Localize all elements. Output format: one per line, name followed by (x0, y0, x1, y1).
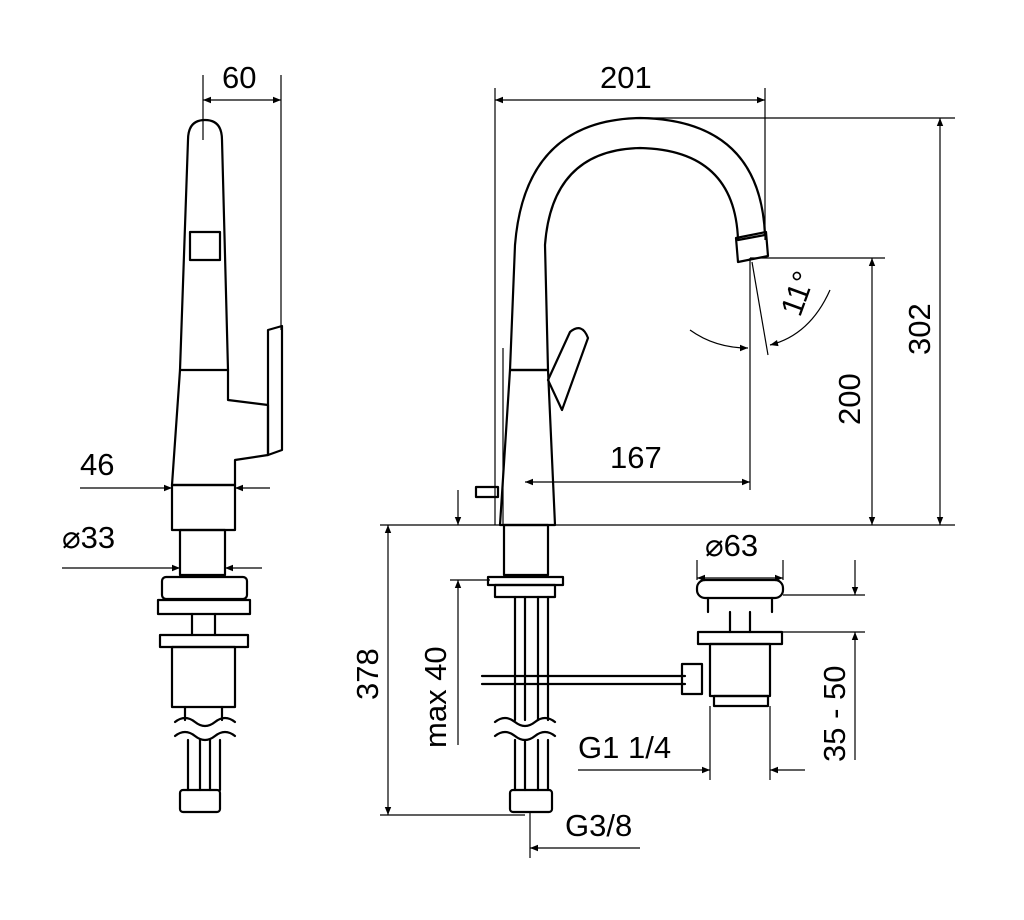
dim-diameter-33: ⌀33 (62, 520, 115, 555)
dim-angle-11: 11° (774, 267, 822, 321)
dim-max-40: max 40 (418, 646, 453, 748)
side-dimensions: 60 46 ⌀33 (62, 60, 282, 572)
side-base (170, 483, 237, 532)
front-spout (508, 116, 767, 372)
side-lever (266, 324, 284, 457)
front-lever (546, 327, 590, 412)
front-shank (502, 523, 550, 577)
side-seal (160, 575, 249, 601)
dim-diameter-63: ⌀63 (705, 528, 758, 563)
front-dimensions: 201 302 200 167 11° 378 max 40 ⌀63 35 - … (350, 60, 955, 858)
waste-cap (695, 578, 785, 600)
dim-201: 201 (600, 60, 652, 95)
front-body (498, 368, 557, 527)
side-view (156, 118, 284, 814)
popup-clamp (680, 662, 704, 696)
dim-35-50: 35 - 50 (817, 665, 852, 762)
dim-g3-8: G3/8 (565, 808, 632, 843)
waste-outlet (712, 694, 770, 708)
side-washer (156, 598, 252, 616)
dim-46: 46 (80, 447, 114, 482)
side-hose-nut (178, 788, 222, 814)
front-hose-nut (508, 788, 554, 814)
front-washer (493, 583, 557, 599)
side-aerator-band (188, 230, 222, 262)
dim-167: 167 (610, 440, 662, 475)
dim-g1-1-4: G1 1/4 (578, 730, 671, 765)
side-break (173, 716, 237, 742)
front-break (493, 716, 557, 742)
side-shank (178, 528, 227, 577)
front-aerator (734, 230, 770, 264)
dim-60: 60 (222, 60, 256, 95)
side-mount (170, 645, 237, 709)
side-body (170, 368, 270, 487)
popup-rod (480, 674, 687, 686)
waste-body (708, 642, 772, 698)
front-seal (486, 575, 565, 587)
front-popup-rod (474, 485, 500, 499)
dim-302: 302 (902, 303, 937, 355)
waste-nut (696, 630, 784, 646)
dim-200: 200 (832, 373, 867, 425)
side-spout (178, 118, 230, 372)
dim-378: 378 (350, 648, 385, 700)
side-nut (158, 633, 250, 649)
